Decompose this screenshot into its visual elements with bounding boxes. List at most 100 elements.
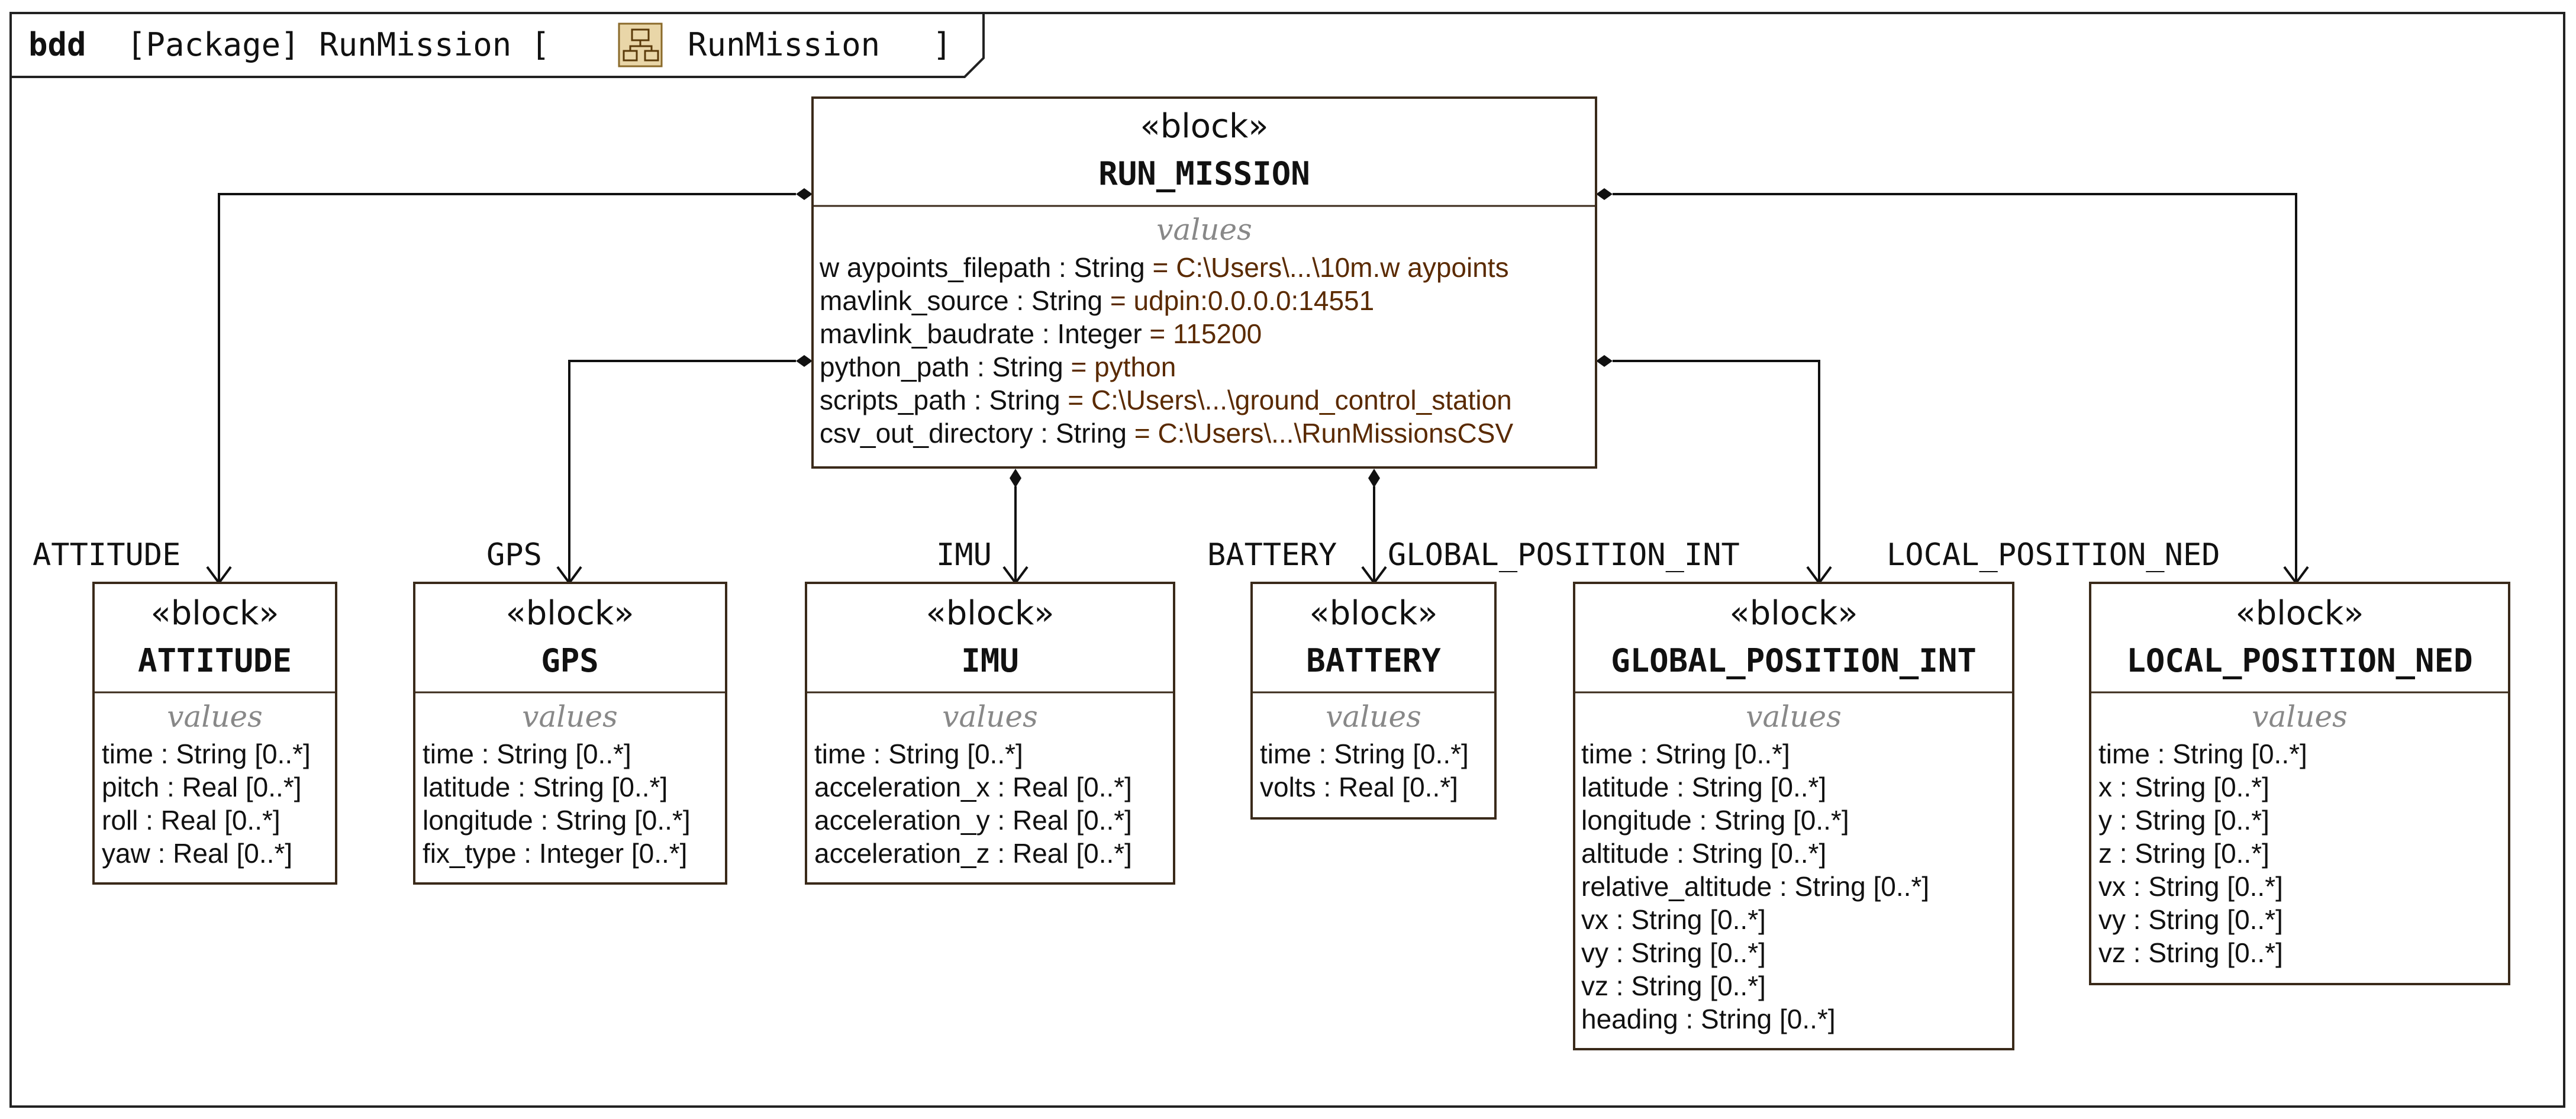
block-gps[interactable]: «block» GPS values time : String [0..*] …	[413, 582, 727, 885]
values-compartment-label: values	[942, 699, 1038, 734]
diamond-battery	[1368, 469, 1380, 488]
value-line: vx : String [0..*]	[1581, 904, 1766, 935]
value-line: latitude : String [0..*]	[423, 772, 668, 802]
block-local-position-ned[interactable]: «block» LOCAL_POSITION_NED values time :…	[2089, 582, 2510, 985]
frame-title-name: RunMission	[688, 26, 880, 63]
frame-title-right: ]	[933, 26, 952, 63]
diagram-frame	[9, 12, 2565, 1108]
block-name: LOCAL_POSITION_NED	[2126, 642, 2472, 679]
value-line: time : String [0..*]	[423, 739, 631, 769]
role-global-position-int: GLOBAL_POSITION_INT	[1388, 537, 1740, 573]
block-name: IMU	[961, 642, 1019, 679]
value-line: time : String [0..*]	[2098, 739, 2307, 769]
value-default: = C:\Users\...\ground_control_station	[1060, 385, 1512, 415]
run-mission-values: w aypoints_filepath : String = C:\Users\…	[819, 252, 1513, 449]
value-line: time : String [0..*]	[1581, 739, 1790, 769]
role-gps: GPS	[486, 537, 542, 573]
value-line: latitude : String [0..*]	[1581, 772, 1826, 802]
edge-local-position-ned	[1613, 193, 2297, 583]
value-line: time : String [0..*]	[814, 739, 1023, 769]
role-imu: IMU	[936, 537, 992, 573]
diamond-attitude	[796, 188, 813, 200]
value-name: w aypoints_filepath : String	[819, 252, 1145, 283]
value-name: python_path : String	[820, 351, 1063, 382]
value-line: vz : String [0..*]	[1581, 970, 1766, 1001]
value-line: relative_altitude : String [0..*]	[1581, 871, 1929, 902]
value-name: csv_out_directory : String	[820, 418, 1127, 449]
value-line: longitude : String [0..*]	[423, 805, 691, 836]
value-line: mavlink_baudrate : Integer = 115200	[820, 318, 1262, 349]
block-global-position-int[interactable]: «block» GLOBAL_POSITION_INT values time …	[1573, 582, 2014, 1050]
frame-title-left: [Package] RunMission [	[127, 26, 550, 63]
block-imu[interactable]: «block» IMU values time : String [0..*] …	[805, 582, 1175, 885]
value-line: altitude : String [0..*]	[1581, 838, 1826, 869]
edge-global-position-int	[1613, 360, 1820, 583]
value-line: y : String [0..*]	[2098, 805, 2269, 836]
value-line: acceleration_y : Real [0..*]	[814, 805, 1132, 836]
package-diagram-icon	[618, 22, 663, 67]
value-default: = python	[1063, 351, 1176, 382]
values-compartment-label: values	[1326, 699, 1421, 734]
value-default: = 115200	[1142, 318, 1262, 349]
value-line: vy : String [0..*]	[1581, 937, 1766, 968]
block-name: GLOBAL_POSITION_INT	[1611, 642, 1977, 679]
stereotype: «block»	[1309, 594, 1437, 633]
value-line: python_path : String = python	[820, 351, 1176, 382]
stereotype: «block»	[150, 594, 279, 633]
value-line: w aypoints_filepath : String = C:\Users\…	[819, 252, 1509, 283]
value-line: longitude : String [0..*]	[1581, 805, 1849, 836]
diamond-gps	[796, 355, 813, 367]
role-local-position-ned: LOCAL_POSITION_NED	[1887, 537, 2220, 573]
stereotype: «block»	[926, 594, 1054, 633]
value-line: time : String [0..*]	[102, 739, 311, 769]
stereotype: «block»	[1140, 107, 1268, 146]
value-line: pitch : Real [0..*]	[102, 772, 302, 802]
block-name: GPS	[541, 642, 599, 679]
value-line: vz : String [0..*]	[2098, 937, 2283, 968]
frame-kind: bdd	[28, 26, 86, 63]
values-compartment-label: values	[2252, 699, 2348, 734]
value-default: = C:\Users\...\10m.w aypoints	[1145, 252, 1509, 283]
value-name: scripts_path : String	[820, 385, 1060, 415]
value-line: scripts_path : String = C:\Users\...\gro…	[820, 385, 1512, 415]
value-line: time : String [0..*]	[1260, 739, 1469, 769]
value-name: mavlink_source : String	[820, 285, 1102, 316]
value-line: vx : String [0..*]	[2098, 871, 2283, 902]
value-line: yaw : Real [0..*]	[102, 838, 292, 869]
value-line: acceleration_x : Real [0..*]	[814, 772, 1132, 802]
role-battery: BATTERY	[1207, 537, 1337, 573]
block-run-mission[interactable]: «block» RUN_MISSION values w aypoints_fi…	[811, 96, 1597, 469]
value-line: roll : Real [0..*]	[102, 805, 281, 836]
value-line: vy : String [0..*]	[2098, 904, 2283, 935]
diamond-imu	[1010, 469, 1021, 488]
stereotype: «block»	[505, 594, 634, 633]
values-compartment-label: values	[522, 699, 618, 734]
values-compartment-label: values	[167, 699, 263, 734]
block-name: BATTERY	[1306, 642, 1441, 679]
value-line: acceleration_z : Real [0..*]	[814, 838, 1132, 869]
stereotype: «block»	[1729, 594, 1858, 633]
block-attitude[interactable]: «block» ATTITUDE values time : String [0…	[92, 582, 337, 885]
value-line: z : String [0..*]	[2098, 838, 2269, 869]
value-line: volts : Real [0..*]	[1260, 772, 1458, 802]
diamond-local-position-ned	[1596, 188, 1613, 200]
diamond-global-position-int	[1596, 355, 1613, 367]
values-compartment-label: values	[1746, 699, 1842, 734]
frame-header-tab	[11, 13, 985, 78]
edge-attitude	[218, 193, 796, 583]
value-line: csv_out_directory : String = C:\Users\..…	[820, 418, 1513, 449]
value-default: = udpin:0.0.0.0:14551	[1102, 285, 1374, 316]
role-attitude: ATTITUDE	[33, 537, 180, 573]
value-line: heading : String [0..*]	[1581, 1004, 1836, 1034]
value-line: mavlink_source : String = udpin:0.0.0.0:…	[820, 285, 1374, 316]
block-name: ATTITUDE	[138, 642, 292, 679]
values-compartment-label: values	[1156, 212, 1252, 247]
value-line: fix_type : Integer [0..*]	[423, 838, 687, 869]
edge-gps	[568, 360, 796, 583]
value-line: x : String [0..*]	[2098, 772, 2269, 802]
block-name: RUN_MISSION	[1098, 155, 1310, 192]
block-battery[interactable]: «block» BATTERY values time : String [0.…	[1250, 582, 1497, 820]
value-default: = C:\Users\...\RunMissionsCSV	[1127, 418, 1513, 449]
value-name: mavlink_baudrate : Integer	[820, 318, 1142, 349]
